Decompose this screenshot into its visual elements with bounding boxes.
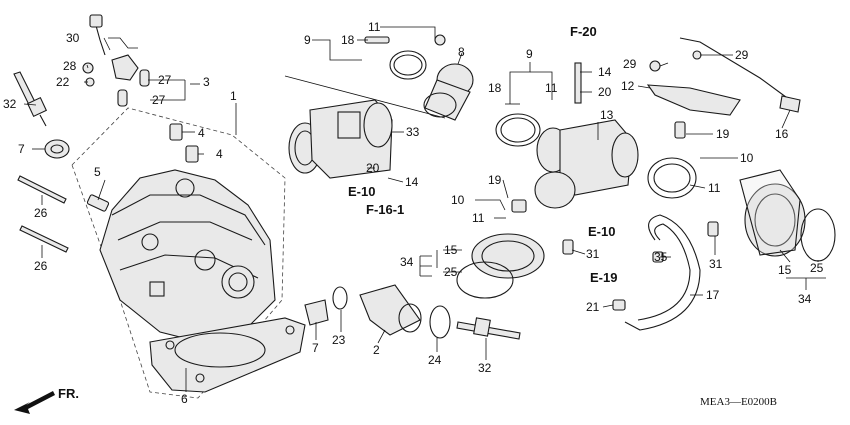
callout-4b: 4 [216, 147, 223, 161]
callout-29a: 29 [623, 57, 637, 71]
callout-9a: 9 [304, 33, 311, 47]
callout-21: 21 [586, 300, 600, 314]
ref-e10b: E-10 [588, 224, 615, 239]
callout-7b: 7 [312, 341, 319, 355]
callout-3: 3 [203, 75, 210, 89]
callout-35: 35 [654, 250, 668, 264]
insulator-8 [423, 63, 474, 121]
spark-plug-bottom [456, 317, 521, 340]
clip-21 [612, 299, 626, 311]
studs [17, 175, 69, 253]
callout-25a: 25 [444, 265, 458, 279]
callout-13: 13 [600, 108, 614, 122]
callout-10a: 10 [451, 193, 465, 207]
callout-19a: 19 [488, 173, 502, 187]
callout-11a: 11 [368, 20, 381, 34]
callout-34b: 34 [798, 292, 812, 306]
callout-numbers: 30 28 22 32 27 3 27 1 4 4 7 5 26 26 6 7 … [3, 20, 824, 408]
dowel-4a [169, 123, 183, 141]
rocker-parts [82, 14, 150, 107]
dowel-4b [185, 145, 199, 163]
callout-17: 17 [706, 288, 720, 302]
diagram-code: MEA3—E0200B [700, 396, 777, 408]
clamp-9b [495, 113, 541, 147]
callout-11c: 11 [472, 211, 485, 225]
callout-31b: 31 [709, 257, 723, 271]
callout-30: 30 [66, 31, 80, 45]
leader-lines [23, 26, 826, 392]
cylinder-head-group [71, 107, 306, 399]
callout-15b: 15 [778, 263, 792, 277]
cylinder-head-outline [71, 107, 286, 399]
breather-pipe-16 [679, 37, 801, 113]
head-gasket [149, 317, 306, 393]
callout-19b: 19 [716, 127, 730, 141]
bolt-5 [86, 194, 110, 212]
callout-5: 5 [94, 165, 101, 179]
callout-16: 16 [775, 127, 789, 141]
ref-e10a: E-10 [348, 184, 375, 199]
callout-18b: 18 [488, 81, 502, 95]
screw-31b [707, 221, 719, 237]
bolt-19b [674, 121, 686, 139]
callout-31a: 31 [586, 247, 600, 261]
callout-25b: 25 [810, 261, 824, 275]
o-ring-25b [800, 208, 836, 262]
callout-23: 23 [332, 333, 346, 347]
o-ring-23 [332, 286, 348, 310]
callout-9b: 9 [526, 47, 533, 61]
hose-17 [624, 214, 701, 331]
insulator-2 [359, 284, 421, 336]
callout-33: 33 [406, 125, 420, 139]
front-label: FR. [58, 386, 79, 401]
throttle-body-rear [534, 62, 639, 209]
o-ring-24 [429, 305, 451, 339]
callout-12: 12 [621, 79, 635, 93]
callout-7a: 7 [18, 142, 25, 156]
bolt-29b [692, 50, 702, 60]
bolt-29a [649, 60, 661, 72]
spark-plug-left [13, 71, 48, 127]
intake-flange-center [456, 199, 545, 299]
callout-24: 24 [428, 353, 442, 367]
callout-20a: 20 [366, 161, 380, 175]
callout-4a: 4 [198, 126, 205, 140]
callout-18a: 18 [341, 33, 355, 47]
callout-22: 22 [56, 75, 70, 89]
intake-flange-right [739, 169, 806, 257]
throttle-body-front [288, 99, 393, 179]
callout-11b: 11 [545, 81, 558, 95]
callout-11d: 11 [708, 181, 721, 195]
callout-1: 1 [230, 89, 237, 103]
front-direction-arrow: FR. [14, 386, 79, 414]
ref-e19: E-19 [590, 270, 617, 285]
ref-f161: F-16-1 [366, 202, 404, 217]
callout-28: 28 [63, 59, 77, 73]
callout-2: 2 [373, 343, 380, 357]
callout-14a: 14 [405, 175, 419, 189]
callout-27a: 27 [158, 73, 172, 87]
ref-f20: F-20 [570, 24, 597, 39]
callout-32a: 32 [3, 97, 17, 111]
callout-34a: 34 [400, 255, 414, 269]
callout-27b: 27 [152, 93, 166, 107]
callout-32b: 32 [478, 361, 492, 375]
callout-20b: 20 [598, 85, 612, 99]
seal-7 [44, 139, 70, 159]
screw-31a [562, 239, 574, 255]
bracket-12 [646, 84, 741, 116]
cap-7 [304, 299, 329, 326]
callout-15a: 15 [444, 243, 458, 257]
clamp-9a [389, 50, 427, 80]
callout-8: 8 [458, 45, 465, 59]
callout-6: 6 [181, 392, 188, 406]
callout-29b: 29 [735, 48, 749, 62]
clamp-10 [647, 157, 697, 199]
callout-26b: 26 [34, 259, 48, 273]
o-ring-25 [456, 261, 514, 299]
callout-26a: 26 [34, 206, 48, 220]
callout-10b: 10 [740, 151, 754, 165]
callout-14b: 14 [598, 65, 612, 79]
